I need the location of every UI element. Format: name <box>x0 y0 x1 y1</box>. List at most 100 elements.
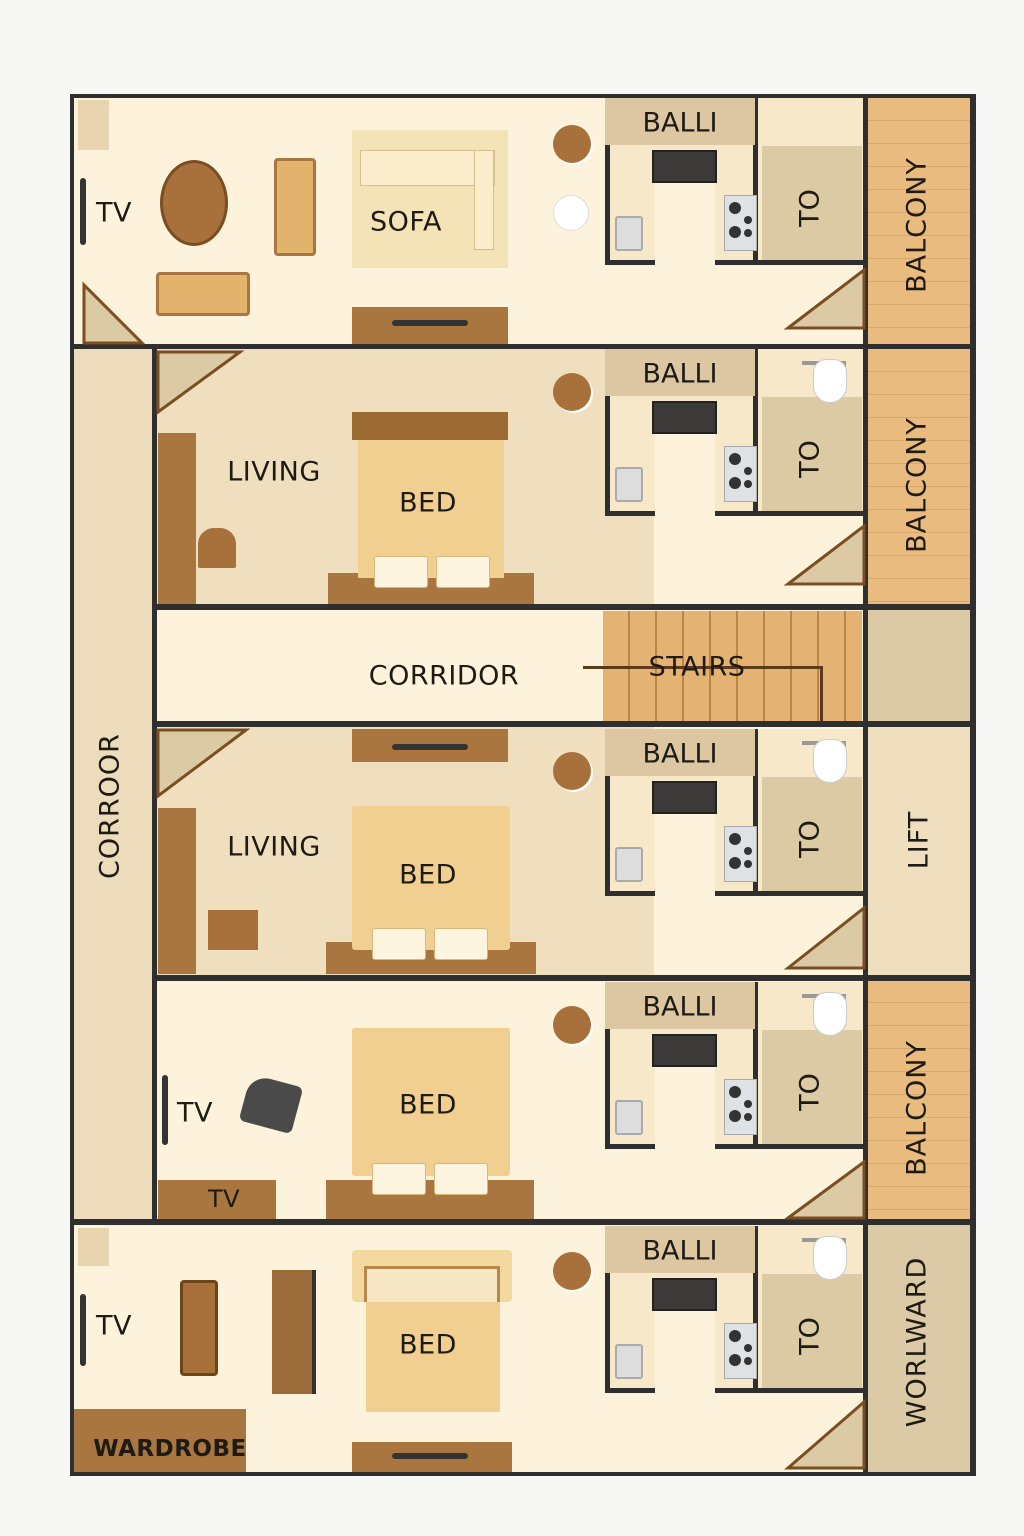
kitchen-2: BALLI <box>605 349 758 516</box>
bed <box>358 440 504 578</box>
tv-label: TV <box>177 1097 213 1129</box>
oval-table <box>160 160 228 246</box>
lamp-icon <box>553 1252 591 1290</box>
pillow <box>434 928 488 960</box>
toilet-icon <box>813 739 847 783</box>
bed-frame <box>326 1180 534 1220</box>
tv-icon <box>80 1294 86 1366</box>
side-block <box>868 610 970 722</box>
toilet-3: TO <box>758 729 864 896</box>
counter <box>652 150 717 183</box>
balcony-1 <box>868 98 970 345</box>
balcony-4 <box>868 980 970 1220</box>
sofa <box>360 150 495 186</box>
kitchen-1: BALLI <box>605 98 758 265</box>
kitchen-label: BALLI <box>642 107 718 139</box>
wall <box>152 604 976 610</box>
kitchen-4: BALLI <box>605 982 758 1149</box>
dresser-handle <box>392 320 468 326</box>
side-corridor <box>74 349 152 1220</box>
bed-label: BED <box>399 487 457 519</box>
pillow <box>372 928 426 960</box>
counter <box>652 401 717 434</box>
counter <box>652 1278 717 1311</box>
toilet-icon <box>813 359 847 403</box>
toilet-5: TO <box>758 1226 864 1393</box>
armchair <box>274 158 316 256</box>
dresser-handle <box>392 744 468 750</box>
counter <box>652 781 717 814</box>
stove-icon <box>724 195 757 251</box>
white-lamp-icon <box>553 195 589 231</box>
worlward-room <box>868 1224 970 1472</box>
tv-icon <box>162 1075 168 1145</box>
dresser <box>352 307 508 345</box>
door-swing <box>783 266 866 330</box>
wall <box>152 975 976 981</box>
tv-label: TV <box>96 197 132 229</box>
sofa-label: SOFA <box>370 206 442 238</box>
wardrobe-label: WARDROBE <box>93 1436 247 1462</box>
dresser-handle <box>392 1453 468 1459</box>
bed-headboard <box>352 412 508 440</box>
tv-label: TV <box>96 1310 132 1342</box>
bed <box>352 806 510 950</box>
corner-block <box>78 1228 109 1266</box>
kitchen-3: BALLI <box>605 729 758 896</box>
desk <box>158 433 196 604</box>
lamp-icon <box>553 125 591 163</box>
sink-icon <box>615 1100 643 1135</box>
sink-icon <box>615 216 643 251</box>
wall <box>863 96 868 1474</box>
living-label: LIVING <box>227 831 321 863</box>
bed-label: BED <box>399 859 457 891</box>
kitchen-label: BALLI <box>642 738 718 770</box>
corner-block <box>78 100 109 150</box>
door-swing <box>783 1159 866 1220</box>
toilet-icon <box>813 1236 847 1280</box>
stove-icon <box>724 1323 757 1379</box>
counter <box>652 1034 717 1067</box>
lift <box>868 726 970 976</box>
corridor-label: CORRIDOR <box>368 660 520 692</box>
lamp-icon <box>553 1006 591 1044</box>
pillow <box>372 1163 426 1195</box>
chair <box>198 528 236 568</box>
chair <box>208 910 258 950</box>
cabinet <box>180 1280 218 1376</box>
pillow <box>434 1163 488 1195</box>
sink-icon <box>615 847 643 882</box>
lamp-icon <box>553 373 591 411</box>
door-swing <box>82 281 146 345</box>
toilet-4: TO <box>758 982 864 1149</box>
sofa-arm <box>474 150 494 250</box>
bed-pillow-area <box>364 1266 500 1302</box>
kitchen-5: BALLI <box>605 1226 758 1393</box>
door-swing <box>783 904 866 970</box>
kitchen-label: BALLI <box>642 991 718 1023</box>
bed-frame <box>328 573 534 604</box>
bed <box>352 1028 510 1176</box>
door-swing <box>156 350 245 415</box>
stove-icon <box>724 446 757 502</box>
balcony-2 <box>868 349 970 606</box>
kitchen-label: BALLI <box>642 1235 718 1267</box>
lamp-icon <box>553 752 591 790</box>
wall <box>152 721 976 727</box>
tv-unit <box>158 1180 276 1220</box>
toilet-1: TO <box>758 98 864 265</box>
sink-icon <box>615 467 643 502</box>
desk <box>158 808 196 974</box>
bed-label: BED <box>399 1089 457 1121</box>
toilet-icon <box>813 992 847 1036</box>
bookshelf <box>272 1270 316 1394</box>
wall <box>70 1219 976 1225</box>
wall <box>70 344 976 349</box>
pillow <box>436 556 490 588</box>
toilet-2: TO <box>758 349 864 516</box>
stove-icon <box>724 1079 757 1135</box>
sink-icon <box>615 1344 643 1379</box>
living-label: LIVING <box>227 456 321 488</box>
stairs-arrow <box>583 666 823 669</box>
